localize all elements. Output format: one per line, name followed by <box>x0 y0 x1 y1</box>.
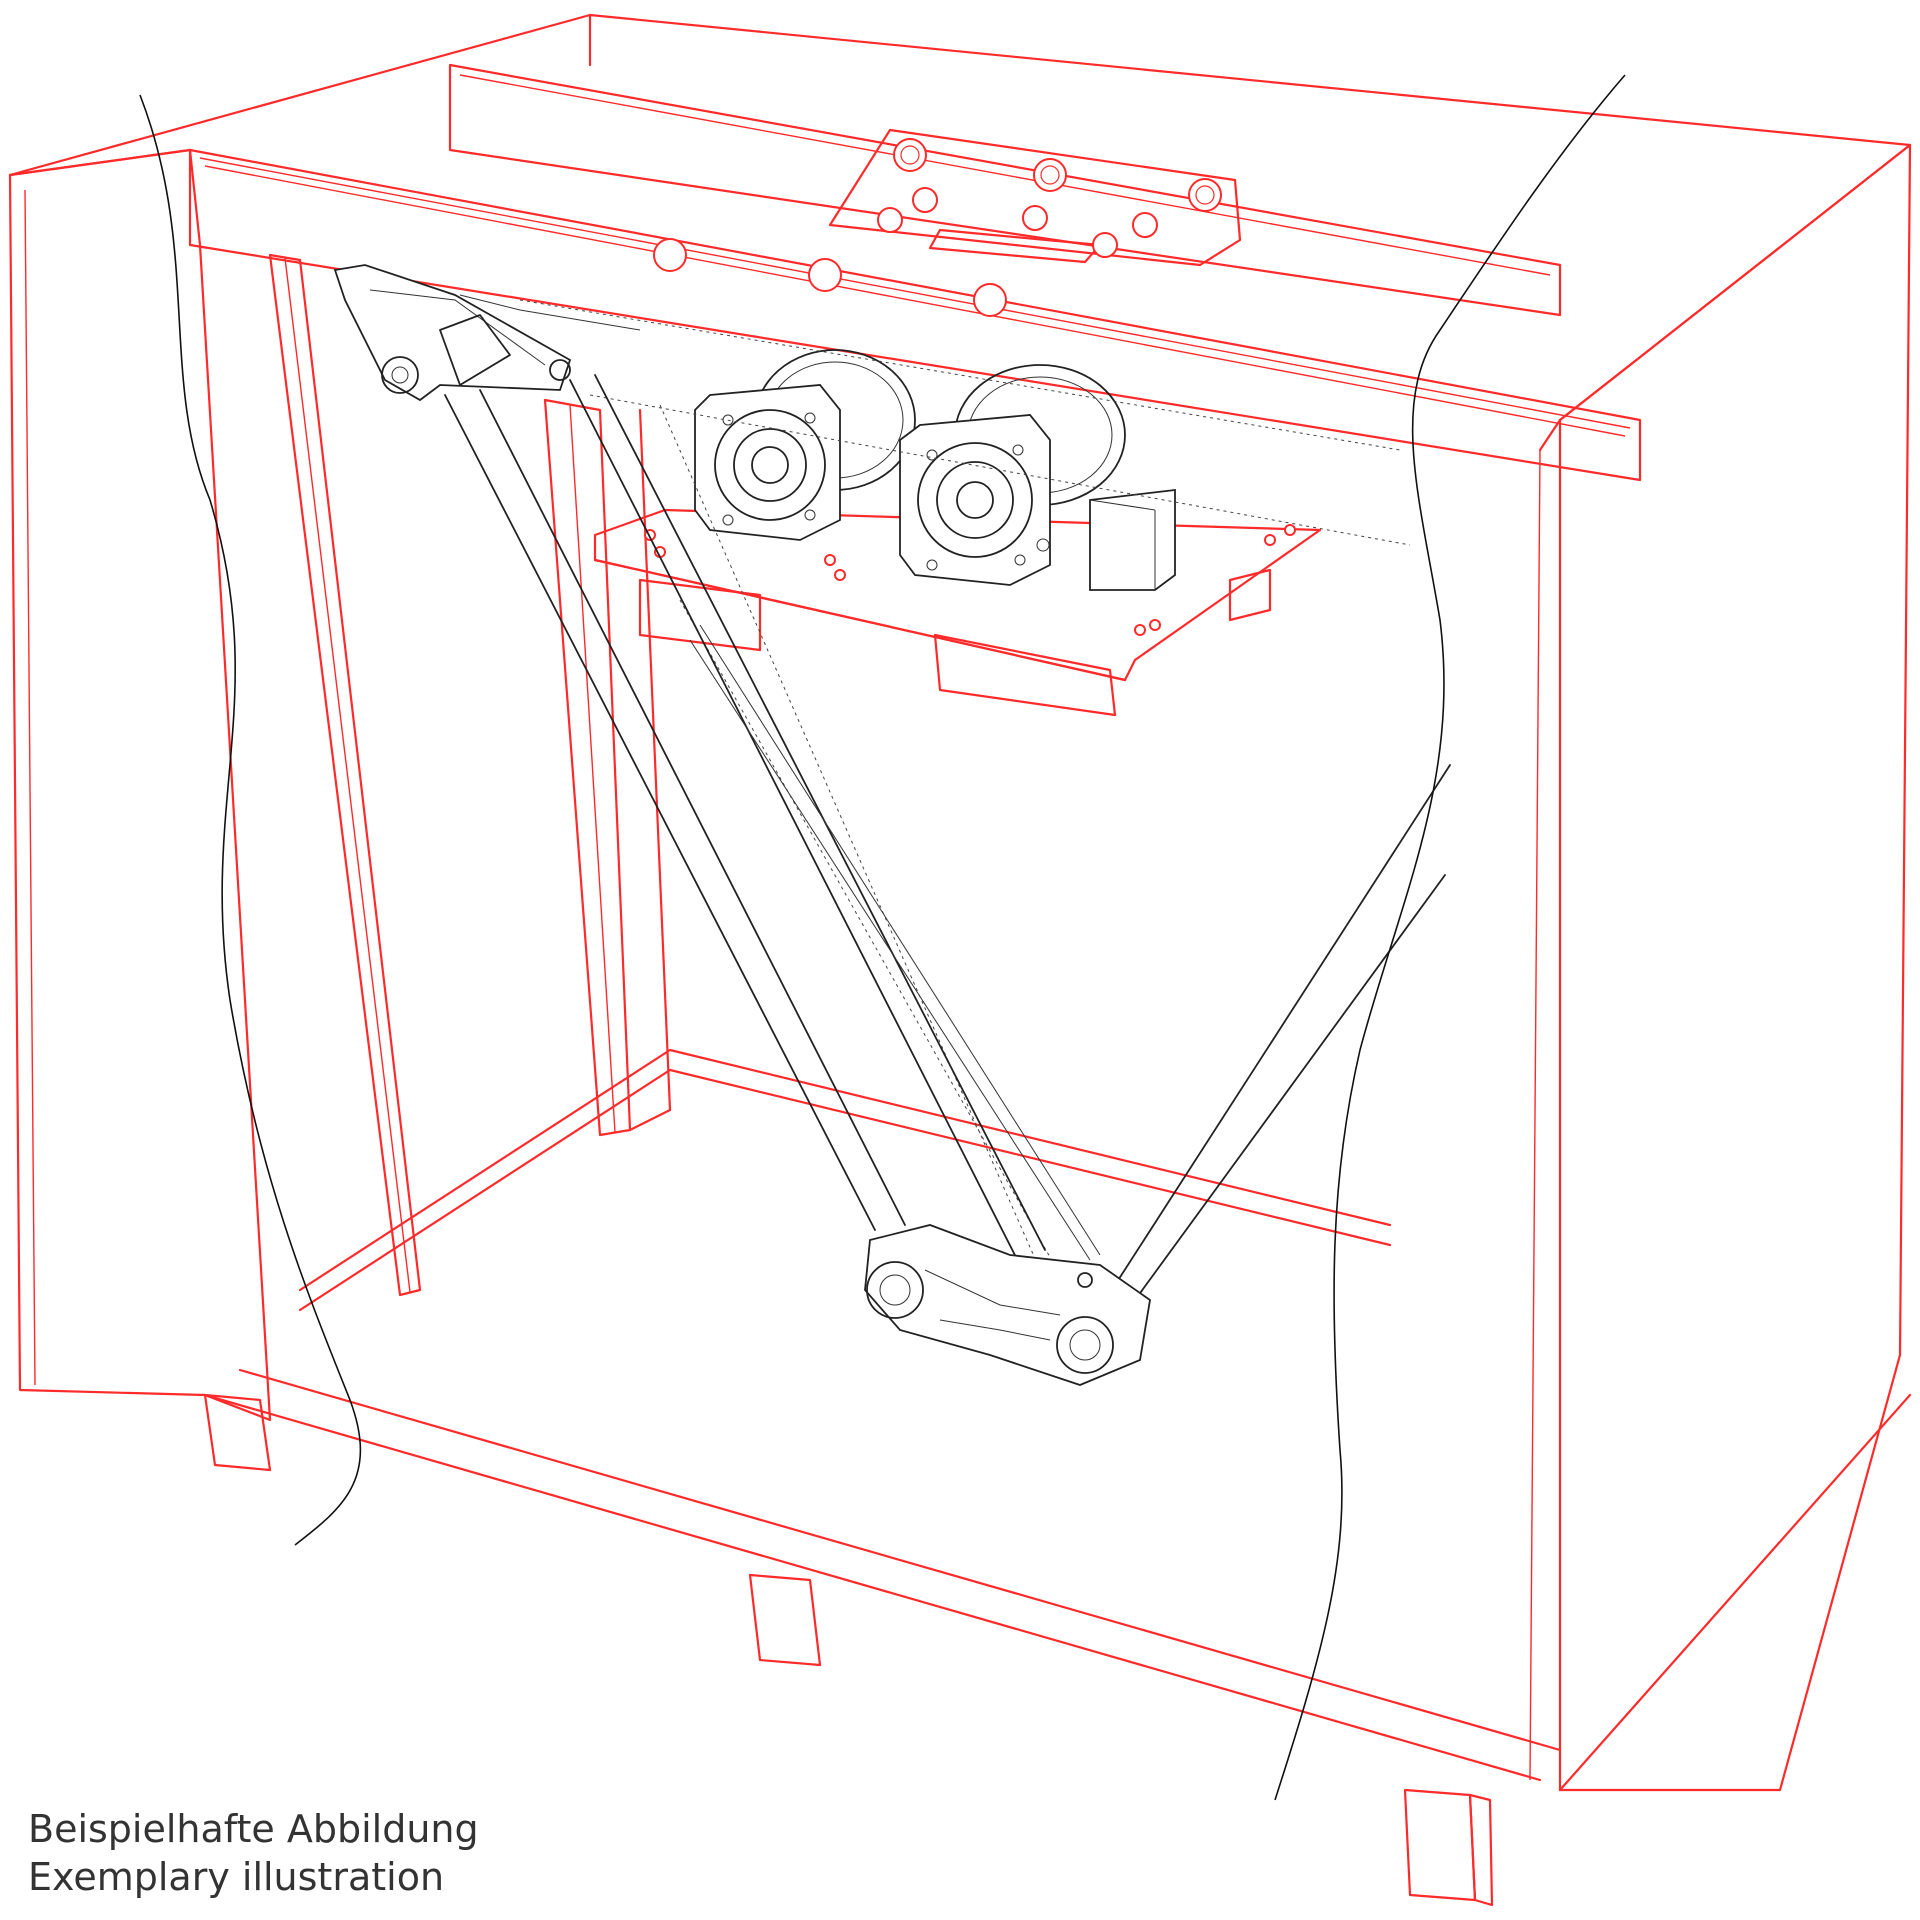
hidden-lines <box>519 299 1411 1276</box>
upper-arm <box>333 264 641 402</box>
break-lines <box>139 74 1626 1801</box>
parallel-rods <box>444 374 1451 1301</box>
motor-block <box>1089 488 1176 591</box>
top-mounting-plate <box>653 128 1242 317</box>
caption-german: Beispielhafte Abbildung <box>28 1807 479 1851</box>
end-effector <box>864 1224 1151 1386</box>
crate-frame <box>8 13 1912 1907</box>
servo-motor-left <box>694 349 916 541</box>
caption-english: Exemplary illustration <box>28 1855 445 1899</box>
servo-motor-right <box>899 364 1126 586</box>
